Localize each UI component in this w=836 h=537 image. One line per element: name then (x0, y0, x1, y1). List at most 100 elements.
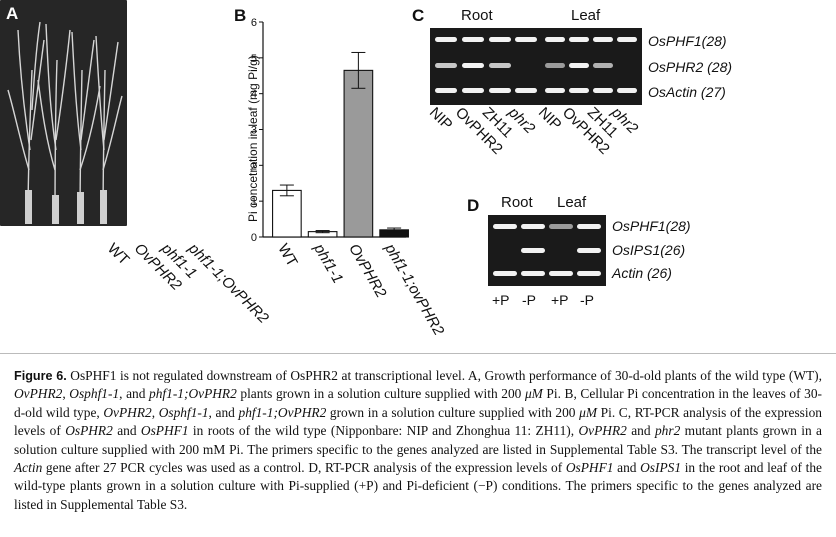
gel-band (515, 37, 537, 42)
gel-band (521, 248, 545, 253)
panel-d-gel (488, 215, 606, 286)
gel-band (462, 63, 484, 68)
caption-segment: μM (579, 404, 598, 420)
gel-band (549, 271, 573, 276)
panel-d-header-root: Root (501, 194, 533, 211)
figure-label: Figure 6. (14, 369, 67, 383)
panel-b-letter: B (234, 6, 247, 25)
panel-c-header-root: Root (461, 7, 493, 24)
gel-band (593, 63, 613, 68)
caption-segment: OsPHF1 is not regulated downstream of Os… (70, 368, 822, 383)
gel-band (545, 63, 565, 68)
panel-c-gene-osactin: OsActin (27) (648, 84, 726, 100)
chart-bar (343, 69, 374, 238)
gel-band (569, 88, 589, 93)
gel-band (577, 271, 601, 276)
gel-band (617, 88, 637, 93)
panel-c-gel-root (430, 28, 541, 105)
panel-c-gene-osphr2: OsPHR2 (28) (648, 59, 733, 75)
panel-c-gel-leaf (541, 28, 642, 105)
plant-drawing (7, 21, 123, 225)
gel-band (435, 88, 457, 93)
gel-band (577, 224, 601, 229)
caption-body: OsPHF1 is not regulated downstream of Os… (14, 368, 822, 512)
chart-y-tick-label: 6 (251, 17, 257, 29)
gel-band (617, 37, 637, 42)
gel-band (435, 37, 457, 42)
panel-c-header-leaf: Leaf (571, 7, 601, 24)
caption-segment: , and (119, 386, 150, 402)
pi-concentration-bar-chart: 0 1 2 3 4 5 6 (251, 17, 409, 244)
caption-segment: OsPHR2 (65, 423, 113, 439)
chart-y-tick-label: 0 (251, 232, 257, 244)
panel-d-letter: D (467, 196, 480, 215)
gel-band (521, 271, 545, 276)
caption-segment: μM (524, 386, 543, 402)
panel-d-lane-plus-p-leaf: +P (551, 292, 569, 308)
gel-band (515, 88, 537, 93)
caption-segment: Osphf1-1 (158, 404, 209, 420)
gel-band (462, 37, 484, 42)
panel-a-letter: A (6, 4, 19, 23)
panel-d-lane-minus-p-root: -P (522, 292, 536, 308)
panel-d-gene-osips1: OsIPS1(26) (612, 242, 686, 258)
gel-band (462, 88, 484, 93)
caption-segment: and (112, 423, 141, 439)
caption-segment: Pi. C, RT-PCR analysis of the expression… (14, 404, 822, 439)
caption-segment: OvPHR2 (578, 423, 627, 439)
gel-band (593, 88, 613, 93)
caption-segment: grown in a solution culture supplied wit… (326, 404, 580, 420)
gel-band (493, 271, 517, 276)
caption-segment: OvPHR2 (14, 386, 63, 402)
caption-segment: plants grown in a solution culture suppl… (236, 386, 525, 402)
caption-segment: Osphf1-1 (69, 386, 120, 402)
caption-segment: and (613, 460, 641, 476)
caption-segment: , and (208, 404, 239, 420)
panel-c-gene-osphf1: OsPHF1(28) (648, 33, 727, 49)
panel-d-header-leaf: Leaf (557, 194, 587, 211)
caption-segment: Actin (14, 460, 43, 476)
panel-d-lane-minus-p-leaf: -P (580, 292, 594, 308)
caption-segment: OsPHF1 (140, 423, 189, 439)
caption-segment: phf1-1;OvPHR2 (149, 386, 237, 402)
gel-band (569, 63, 589, 68)
gel-band (549, 224, 573, 229)
chart-y-tick-label: 4 (251, 89, 257, 101)
plant-growth-photo: A (0, 0, 127, 226)
gel-band (593, 37, 613, 42)
chart-y-tick-label: 1 (251, 196, 257, 208)
chart-y-tick-label: 2 (251, 160, 257, 172)
caption-segment: in the root and leaf of the wild-type pl… (14, 460, 822, 512)
panel-d-gene-osphf1: OsPHF1(28) (612, 218, 691, 234)
caption-segment: OvPHR2 (103, 404, 152, 420)
gel-band (545, 37, 565, 42)
caption-segment: phf1-1;OvPHR2 (238, 404, 327, 420)
caption-segment: phr2 (654, 423, 681, 439)
gel-band (489, 37, 511, 42)
gel-band (521, 224, 545, 229)
caption-segment: Pi. B, Cellular Pi concentration in the … (14, 386, 823, 420)
gel-band (489, 63, 511, 68)
panel-c-letter: C (412, 6, 425, 25)
caption-segment: , (151, 404, 159, 420)
chart-y-tick-label: 3 (251, 125, 257, 137)
gel-band (545, 88, 565, 93)
gel-band (577, 248, 601, 253)
chart-y-tick-label: 5 (251, 53, 257, 65)
caption-segment: mutant plants grown in a solution cultur… (14, 423, 823, 457)
panel-d-lane-plus-p-root: +P (492, 292, 510, 308)
caption-divider (0, 353, 836, 354)
gel-band (435, 63, 457, 68)
figure-caption: Figure 6. OsPHF1 is not regulated downst… (14, 367, 822, 514)
caption-segment: gene after 27 PCR cycles was used as a c… (42, 460, 566, 476)
chart-bar (272, 189, 302, 238)
caption-segment: OsPHF1 (565, 460, 614, 476)
caption-segment: , (62, 386, 70, 402)
gel-band (569, 37, 589, 42)
caption-segment: in roots of the wild type (Nipponbare: N… (188, 423, 579, 439)
caption-segment: and (626, 423, 655, 439)
gel-band (493, 224, 517, 229)
panel-d-gene-actin: Actin (26) (612, 265, 672, 281)
caption-segment: OsIPS1 (640, 460, 682, 476)
gel-band (489, 88, 511, 93)
